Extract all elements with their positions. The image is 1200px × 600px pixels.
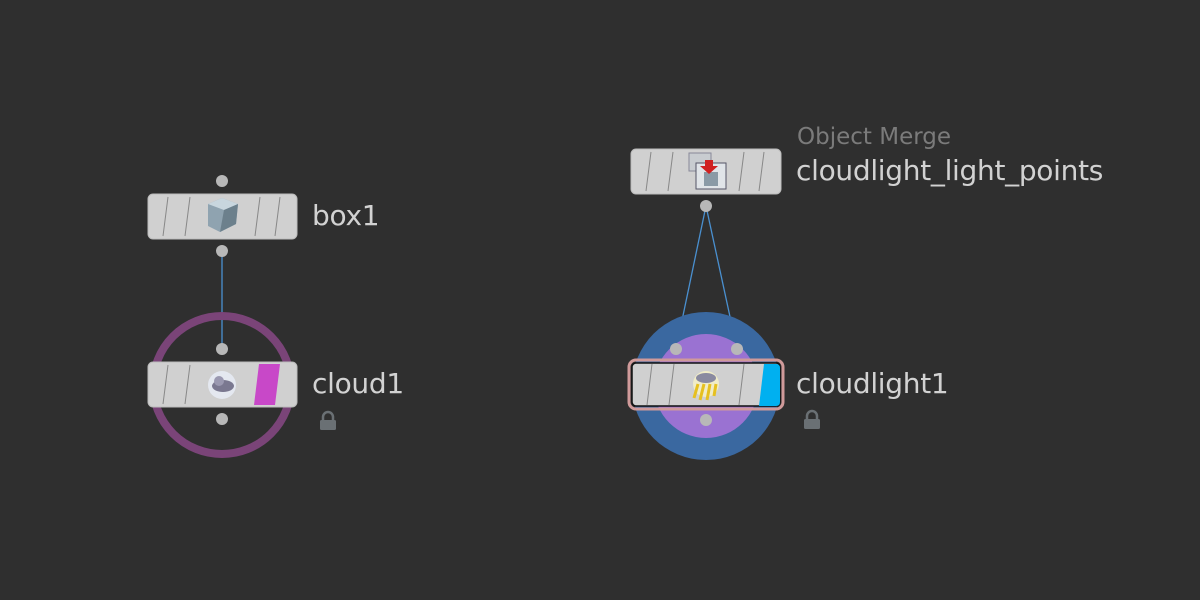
cloud-icon xyxy=(208,371,236,399)
merge-output-connector[interactable] xyxy=(700,200,712,212)
node-cloud1[interactable] xyxy=(147,361,298,408)
box1-input-connector[interactable] xyxy=(216,175,228,187)
node-label-box1[interactable]: box1 xyxy=(312,199,380,232)
node-box1[interactable] xyxy=(147,193,298,240)
node-type-label: Object Merge xyxy=(797,124,952,150)
cloudlight1-input-connector-1[interactable] xyxy=(670,343,682,355)
node-label-cloudlight1[interactable]: cloudlight1 xyxy=(796,367,949,400)
box1-output-connector[interactable] xyxy=(216,245,228,257)
cloud-light-icon xyxy=(692,371,719,401)
cloudlight1-output-connector[interactable] xyxy=(700,414,712,426)
box-icon xyxy=(208,198,238,232)
node-label-cloudlight-light-points[interactable]: cloudlight_light_points xyxy=(796,154,1104,187)
lock-icon[interactable] xyxy=(804,409,820,429)
node-cloudlight1[interactable] xyxy=(627,358,785,411)
node-cloudlight-light-points[interactable] xyxy=(630,148,782,195)
lock-icon[interactable] xyxy=(320,410,336,430)
cloud1-input-connector[interactable] xyxy=(216,343,228,355)
cloudlight1-display-flag[interactable] xyxy=(759,364,780,406)
cloud1-display-flag[interactable] xyxy=(254,364,280,405)
node-label-cloud1[interactable]: cloud1 xyxy=(312,367,404,400)
cloud1-output-connector[interactable] xyxy=(216,413,228,425)
object-merge-icon xyxy=(688,152,727,190)
cloudlight1-input-connector-2[interactable] xyxy=(731,343,743,355)
